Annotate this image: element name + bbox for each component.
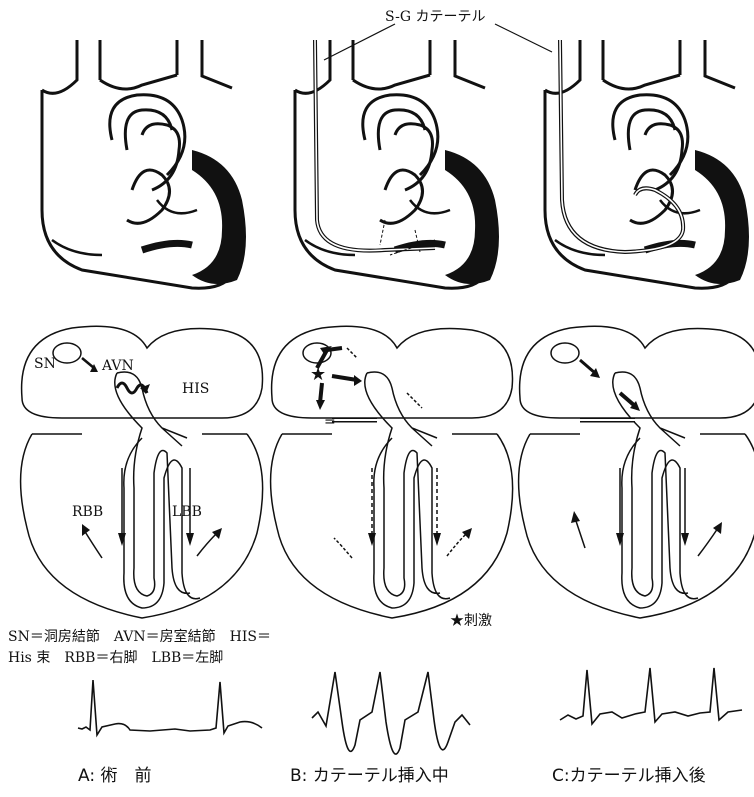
anatomy-c <box>545 40 749 288</box>
legend-line-1: SN＝洞房結節 AVN＝房室結節 HIS＝ <box>8 628 271 645</box>
ecg-trace-c <box>560 668 742 724</box>
catheter-pointer-b <box>324 24 395 60</box>
caption-c: C:カテーテル挿入後 <box>552 766 706 786</box>
caption-a: A: 術 前 <box>78 766 151 786</box>
lbb-label: LBB <box>172 504 202 520</box>
legend-line-2: His 束 RBB＝右脚 LBB＝左脚 <box>8 650 223 666</box>
rbb-label: RBB <box>72 504 103 520</box>
ecg-trace-b <box>312 672 470 754</box>
catheter-label: S-G カテーテル <box>385 9 485 25</box>
anatomy-a <box>42 40 246 288</box>
sn-label: SN <box>34 356 56 372</box>
conduction-c <box>519 326 754 618</box>
catheter-pointer-c <box>495 24 552 52</box>
catheter-tip-mark: = <box>324 414 336 430</box>
his-label: HIS <box>182 381 209 397</box>
conduction-b: = ★ <box>271 326 513 618</box>
avn-label: AVN <box>101 358 134 374</box>
stimulus-legend: ★刺激 <box>450 612 492 629</box>
caption-b: B: カテーテル挿入中 <box>290 766 449 786</box>
ecg-trace-a <box>78 680 262 735</box>
anatomy-b <box>295 40 499 288</box>
conduction-a: SN AVN HIS RBB LBB <box>21 326 263 618</box>
